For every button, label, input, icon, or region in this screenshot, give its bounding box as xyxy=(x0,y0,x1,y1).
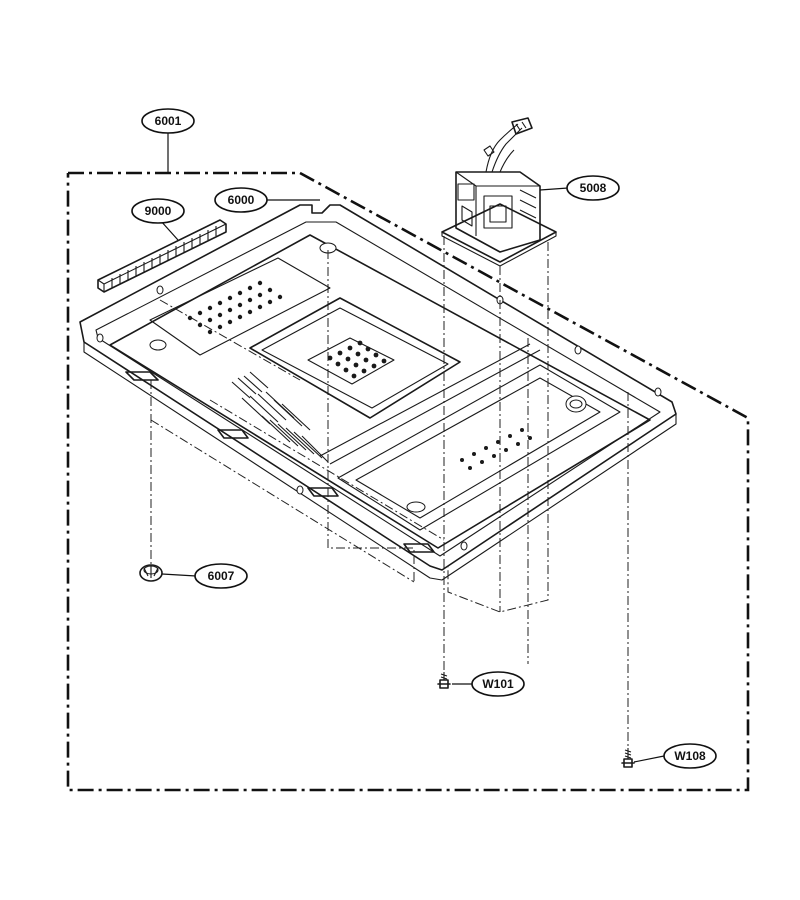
callout-w101: W101 xyxy=(471,671,525,697)
perforation-grid-center xyxy=(327,340,387,379)
perforation-grid-left xyxy=(187,280,283,335)
assembly-boundary-frame xyxy=(66,171,750,792)
louver-slots xyxy=(231,371,329,463)
callout-w108: W108 xyxy=(663,743,717,769)
callout-label-w108: W108 xyxy=(674,749,706,763)
callout-label-5008: 5008 xyxy=(580,181,607,195)
screw-part-w101 xyxy=(437,672,451,689)
callout-6007: 6007 xyxy=(194,563,248,589)
transformer-part-5008 xyxy=(441,117,557,267)
perforation-grid-right xyxy=(460,428,532,470)
callout-label-6007: 6007 xyxy=(208,569,235,583)
callout-label-6000: 6000 xyxy=(228,193,255,207)
callout-6000: 6000 xyxy=(214,187,268,213)
callout-5008: 5008 xyxy=(566,175,620,201)
strip-part-9000 xyxy=(97,219,227,293)
callout-9000: 9000 xyxy=(131,198,185,224)
callout-leaders xyxy=(159,133,665,763)
callout-label-6001: 6001 xyxy=(155,114,182,128)
base-plate xyxy=(79,204,677,581)
projection-lines xyxy=(150,236,629,748)
foot-part-6007 xyxy=(139,564,163,582)
screw-part-w108 xyxy=(621,748,635,768)
callout-6001: 6001 xyxy=(141,108,195,134)
callout-label-w101: W101 xyxy=(482,677,514,691)
callout-label-9000: 9000 xyxy=(145,204,172,218)
